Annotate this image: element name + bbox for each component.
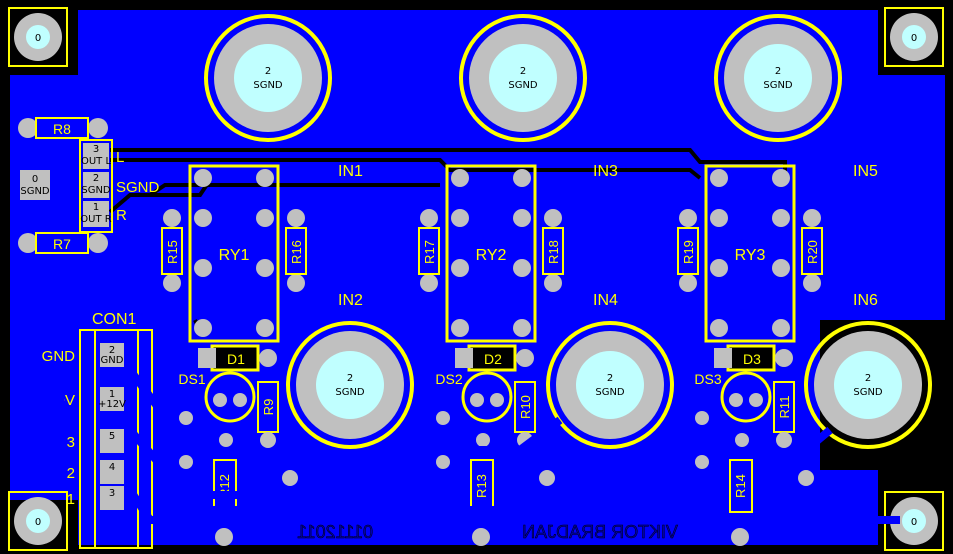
svg-text:RY1: RY1 (219, 247, 250, 264)
signature: VIKTOR BRADJAN 01112011 (297, 522, 678, 543)
svg-text:2: 2 (865, 373, 871, 384)
svg-text:R10: R10 (518, 395, 533, 419)
svg-text:1: 1 (109, 389, 115, 400)
svg-text:RY3: RY3 (735, 247, 766, 264)
svg-text:R8: R8 (53, 121, 71, 137)
svg-text:2: 2 (347, 373, 353, 384)
svg-text:SGND: SGND (253, 80, 283, 91)
svg-text:4: 4 (109, 462, 115, 473)
mount-hole-bottom-left: 0 (8, 491, 68, 551)
svg-text:5: 5 (109, 431, 115, 442)
svg-text:3: 3 (67, 434, 75, 451)
svg-text:SGND: SGND (508, 80, 538, 91)
svg-text:DS1: DS1 (178, 371, 205, 387)
svg-text:SGND: SGND (81, 185, 111, 196)
svg-text:GND: GND (42, 348, 76, 365)
svg-text:0: 0 (35, 517, 41, 528)
svg-text:01112011: 01112011 (297, 522, 373, 542)
resistor-r7: R7 (18, 232, 108, 254)
svg-text:1: 1 (67, 491, 75, 508)
svg-text:D2: D2 (484, 351, 502, 367)
svg-text:R11: R11 (777, 396, 792, 419)
label-in5: IN5 (853, 163, 878, 180)
svg-text:SGND: SGND (20, 186, 50, 197)
copper-pour (10, 10, 945, 545)
label-in2: IN2 (338, 292, 363, 309)
svg-text:+12V: +12V (98, 399, 126, 410)
svg-text:3: 3 (93, 144, 99, 155)
svg-text:R13: R13 (474, 474, 489, 498)
svg-text:D3: D3 (743, 351, 761, 367)
label-in6: IN6 (853, 292, 878, 309)
svg-text:OUT R: OUT R (80, 214, 111, 225)
svg-text:R7: R7 (53, 236, 71, 252)
svg-text:SGND: SGND (335, 387, 365, 398)
label-in3: IN3 (593, 163, 618, 180)
mount-hole-top-left: 0 (8, 7, 68, 67)
svg-text:R14: R14 (733, 474, 748, 498)
svg-text:2: 2 (93, 173, 99, 184)
svg-text:OUT L: OUT L (81, 156, 111, 167)
svg-text:SGND: SGND (595, 387, 625, 398)
svg-text:R15: R15 (165, 240, 180, 264)
signal-traces (108, 148, 787, 331)
svg-text:R16: R16 (289, 240, 304, 264)
sgnd-pad: 0 SGND (20, 170, 50, 200)
svg-text:CON1: CON1 (92, 311, 137, 328)
svg-text:R20: R20 (805, 240, 820, 264)
svg-text:R19: R19 (681, 240, 696, 264)
svg-text:SGND: SGND (853, 387, 883, 398)
svg-text:R9: R9 (261, 399, 276, 416)
bottom-traces (17, 346, 900, 524)
svg-text:R17: R17 (422, 240, 437, 264)
svg-text:DS2: DS2 (435, 371, 462, 387)
svg-text:R18: R18 (546, 240, 561, 264)
resistor-r8: R8 (18, 117, 108, 139)
svg-text:2: 2 (607, 373, 613, 384)
svg-text:0: 0 (911, 33, 917, 44)
mount-hole-bottom-right: 0 (884, 491, 944, 551)
svg-text:L: L (116, 149, 124, 166)
label-in1: IN1 (338, 163, 363, 180)
svg-text:0: 0 (911, 517, 917, 528)
svg-text:0: 0 (32, 174, 38, 185)
svg-text:R: R (116, 207, 127, 224)
svg-text:2: 2 (775, 66, 781, 77)
svg-text:GND: GND (101, 355, 124, 366)
svg-text:VIKTOR BRADJAN: VIKTOR BRADJAN (522, 522, 678, 542)
svg-text:SGND: SGND (116, 179, 160, 196)
svg-text:RY2: RY2 (476, 247, 507, 264)
svg-text:2: 2 (265, 66, 271, 77)
svg-text:2: 2 (109, 345, 115, 356)
svg-text:D1: D1 (227, 351, 245, 367)
mount-hole-top-right: 0 (884, 7, 944, 67)
svg-text:1: 1 (93, 202, 99, 213)
output-header: 3 OUT L 2 SGND 1 OUT R L SGND R (79, 139, 160, 233)
svg-text:DS3: DS3 (694, 371, 721, 387)
label-in4: IN4 (593, 292, 618, 309)
svg-text:2: 2 (520, 66, 526, 77)
svg-text:0: 0 (35, 33, 41, 44)
svg-text:SGND: SGND (763, 80, 793, 91)
svg-text:3: 3 (109, 488, 115, 499)
svg-text:2: 2 (67, 465, 75, 482)
